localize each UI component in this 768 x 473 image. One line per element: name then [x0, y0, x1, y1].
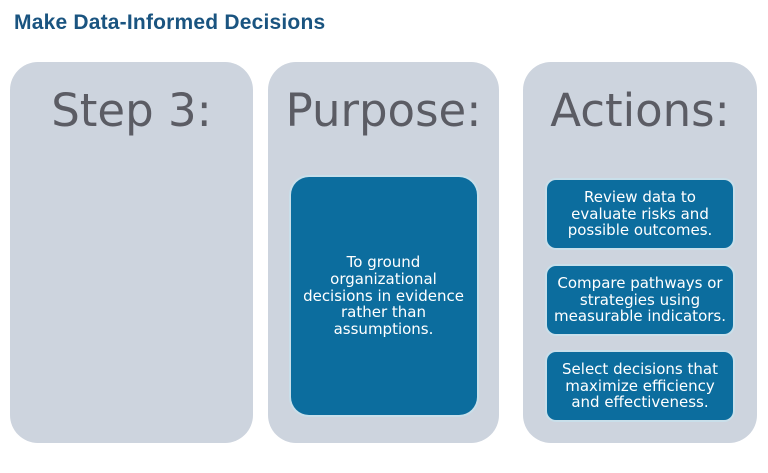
- action-box-review-data: Review data to evaluate risks and possib…: [545, 178, 735, 250]
- action-box-compare-pathways: Compare pathways or strategies using mea…: [545, 264, 735, 336]
- diagram-title: Make Data-Informed Decisions: [14, 11, 326, 34]
- action-text: Review data to evaluate risks and possib…: [567, 187, 713, 240]
- step-card: Step 3:: [10, 62, 253, 443]
- purpose-card-heading: Purpose:: [285, 84, 482, 137]
- action-text: Compare pathways or strategies using mea…: [553, 273, 726, 326]
- purpose-statement-box: To ground organizational decisions in ev…: [288, 175, 479, 417]
- action-box-select-decisions: Select decisions that maximize efficienc…: [545, 350, 735, 422]
- action-text: Select decisions that maximize efficienc…: [562, 359, 718, 412]
- purpose-statement-text: To ground organizational decisions in ev…: [303, 253, 464, 339]
- purpose-card: Purpose: To ground organizational decisi…: [268, 62, 499, 443]
- actions-card-heading: Actions:: [550, 84, 730, 137]
- actions-card: Actions: Review data to evaluate risks a…: [523, 62, 757, 443]
- step-card-heading: Step 3:: [51, 84, 212, 137]
- actions-list: Review data to evaluate risks and possib…: [545, 178, 735, 422]
